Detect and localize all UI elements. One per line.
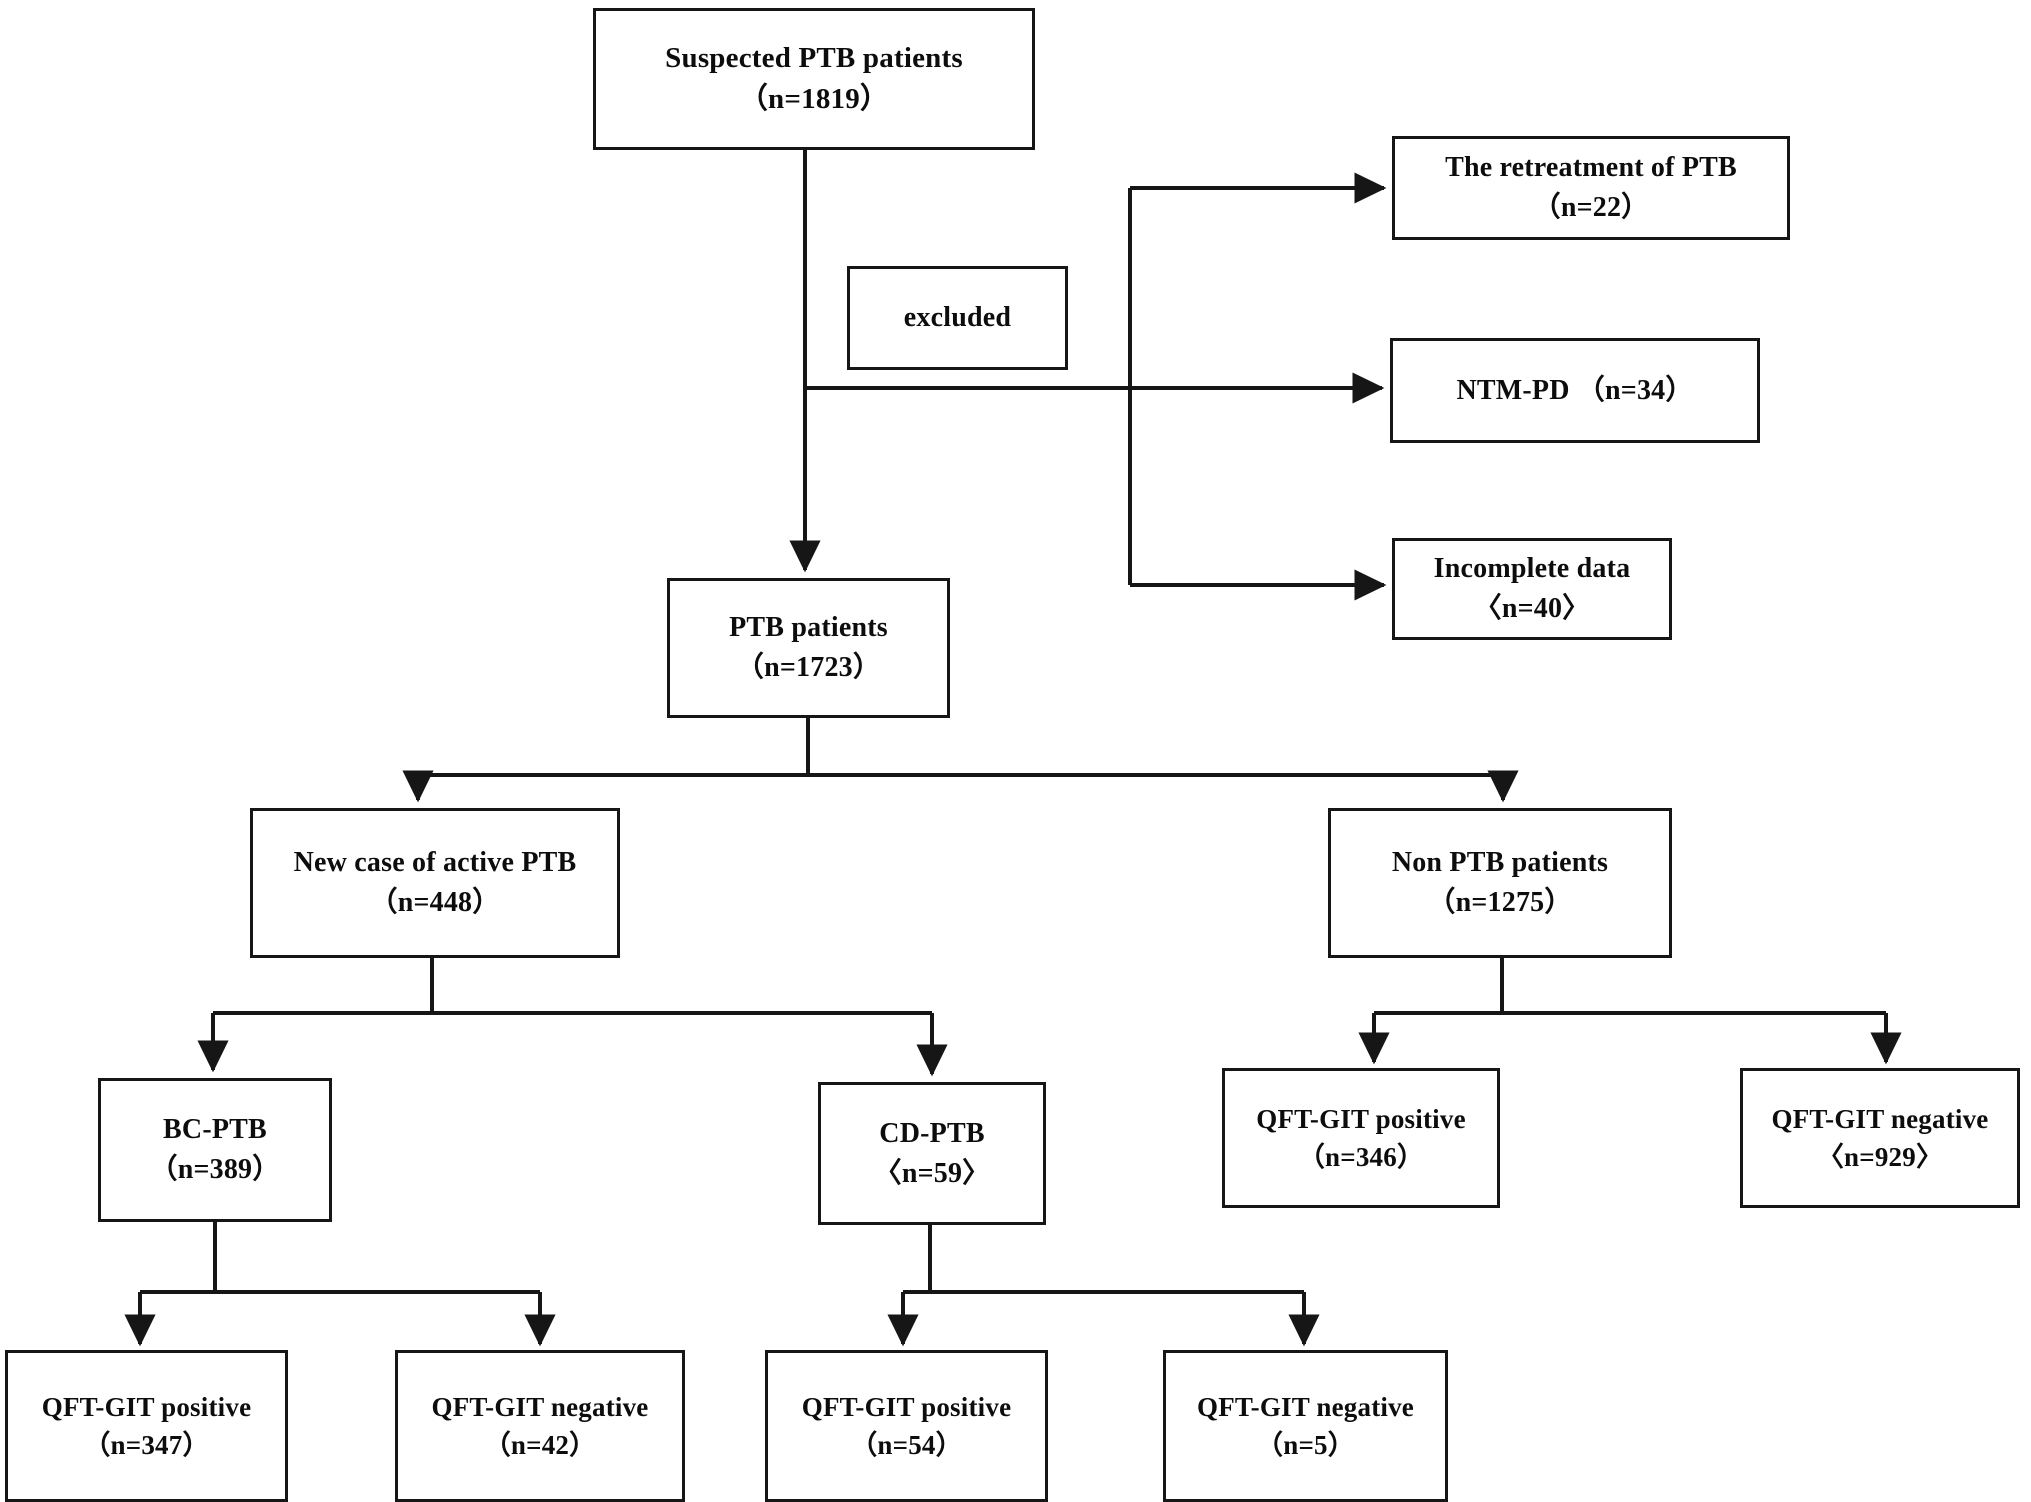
node-count: （n=1819） (738, 83, 890, 115)
node-cd-ptb: CD-PTB 〈n=59〉 (818, 1082, 1046, 1225)
node-ntm-pd: NTM-PD （n=34） (1390, 338, 1760, 443)
node-count: 〈n=59〉 (873, 1157, 991, 1189)
node-title: CD-PTB (879, 1117, 985, 1149)
node-title: Non PTB patients (1391, 847, 1609, 879)
node-qft-git-negative-non-ptb: QFT-GIT negative 〈n=929〉 (1740, 1068, 2020, 1208)
node-title: New case of active PTB (293, 847, 577, 879)
node-qft-git-negative-bc-ptb: QFT-GIT negative （n=42） (395, 1350, 685, 1502)
node-count: 〈n=40〉 (1473, 593, 1591, 624)
node-ptb-patients: PTB patients （n=1723） (667, 578, 950, 718)
node-new-case-of-active-ptb: New case of active PTB （n=448） (250, 808, 620, 958)
node-suspected-ptb-patients: Suspected PTB patients （n=1819） (593, 8, 1035, 150)
node-title: NTM-PD （n=34） (1456, 374, 1694, 406)
node-count: （n=347） (83, 1430, 210, 1460)
node-count: （n=448） (369, 887, 501, 918)
node-qft-git-positive-cd-ptb: QFT-GIT positive （n=54） (765, 1350, 1048, 1502)
node-qft-git-positive-bc-ptb: QFT-GIT positive （n=347） (5, 1350, 288, 1502)
node-title: PTB patients (729, 612, 888, 644)
node-bc-ptb: BC-PTB （n=389） (98, 1078, 332, 1222)
node-title: Suspected PTB patients (665, 41, 963, 74)
node-qft-git-negative-cd-ptb: QFT-GIT negative （n=5） (1163, 1350, 1448, 1502)
node-retreatment-of-ptb: The retreatment of PTB （n=22） (1392, 136, 1790, 240)
node-title: Incomplete data (1433, 553, 1631, 585)
node-count: （n=346） (1297, 1142, 1425, 1172)
node-title: QFT-GIT positive (41, 1391, 252, 1422)
node-count: （n=54） (850, 1430, 963, 1460)
node-title: QFT-GIT negative (1197, 1391, 1414, 1422)
node-count: （n=42） (483, 1430, 597, 1460)
node-title: QFT-GIT negative (431, 1391, 649, 1422)
node-count: （n=5） (1256, 1430, 1355, 1460)
node-incomplete-data: Incomplete data 〈n=40〉 (1392, 538, 1672, 640)
node-non-ptb-patients: Non PTB patients （n=1275） (1328, 808, 1672, 958)
node-title: The retreatment of PTB (1445, 152, 1737, 184)
node-title: BC-PTB (163, 1114, 267, 1146)
node-excluded-label: excluded (847, 266, 1068, 370)
node-count: （n=389） (149, 1154, 281, 1185)
node-title: excluded (903, 302, 1012, 334)
node-qft-git-positive-non-ptb: QFT-GIT positive （n=346） (1222, 1068, 1500, 1208)
node-count: （n=22） (1532, 192, 1650, 223)
node-count: （n=1723） (735, 652, 882, 683)
node-title: QFT-GIT negative (1771, 1103, 1989, 1134)
node-count: （n=1275） (1427, 887, 1573, 918)
node-title: QFT-GIT positive (1256, 1103, 1466, 1134)
node-count: 〈n=929〉 (1816, 1142, 1944, 1172)
node-title: QFT-GIT positive (801, 1391, 1012, 1422)
